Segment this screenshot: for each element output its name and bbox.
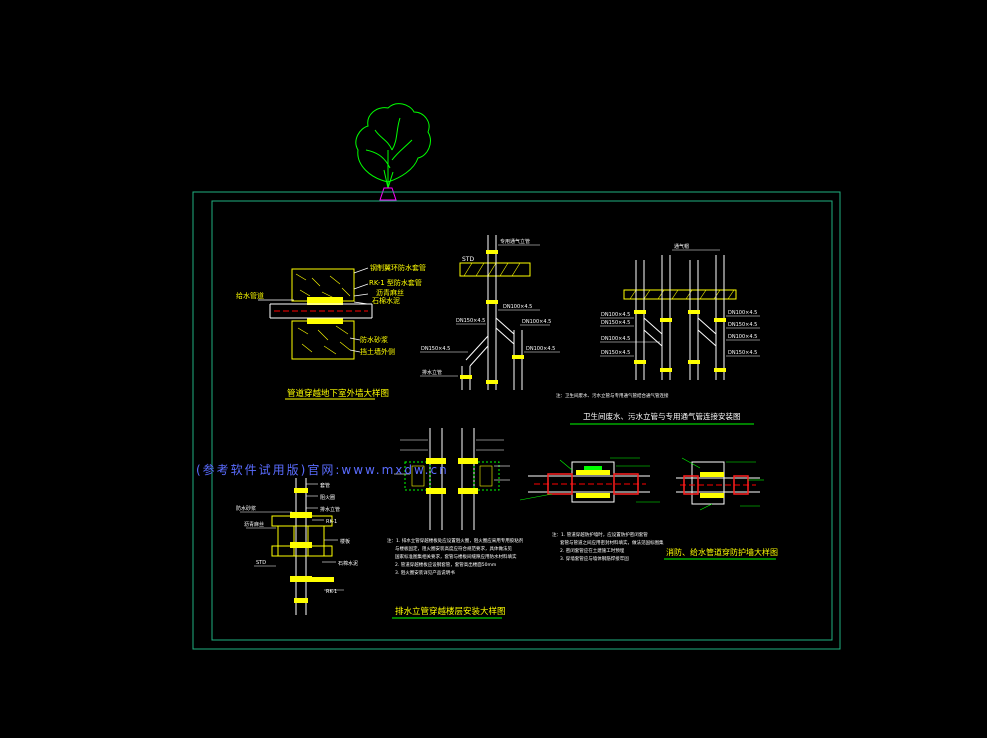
floor-riser-label-left2: 沥青麻丝 [244, 521, 264, 528]
casing-note-line-3: 2. 密闭套管应在土建施工时预埋 [560, 547, 625, 554]
double-riser-dn-3: DN100×4.5 [601, 336, 630, 342]
wall-label-sealant: 石棉水泥 [372, 296, 400, 305]
floor-riser-label-casing: 套管 [320, 482, 330, 489]
riser-dn-label-4: DN150×4.5 [421, 346, 450, 352]
drain-note-line-1: 注：1. 排水立管穿越楼板处应设置阻火圈，阻火圈应采用专用胶粘剂 [387, 537, 524, 544]
double-riser-detail [600, 249, 760, 380]
toilet-riser-title: 卫生间废水、污水立管与专用通气管连接安装图 [583, 411, 741, 421]
floor-riser-label-collar: 阻火圈 [320, 494, 335, 501]
riser-dn-label-3: DN100×4.5 [522, 319, 551, 325]
drain-note-line-5: 3. 阻火圈安装详见产品说明书 [395, 569, 455, 576]
drain-notes: 注：1. 排水立管穿越楼板处应设置阻火圈，阻火圈应采用专用胶粘剂 与楼板固定，阻… [387, 537, 524, 576]
wall-label-outer: 挡土墙外侧 [360, 347, 395, 356]
riser-dn-label-5: DN100×4.5 [526, 346, 555, 352]
tree-icon [355, 103, 431, 189]
casing-note-line-2: 套管与管道之间应用密封材料填实，做法见国标图集 [560, 539, 664, 546]
floor-riser-label-left3: STD [256, 560, 266, 566]
wall-label-top: 钢制翼环防水套管 [370, 263, 426, 272]
casing-detail-b [676, 457, 764, 511]
drain-note-line-4: 2. 管道穿越楼板应设钢套管，套管高出楼面50mm [395, 561, 496, 568]
casing-note-line-1: 注：1. 管道穿越防护墙时，应设置防护密闭套管 [552, 531, 648, 538]
drain-riser-title: 排水立管穿越楼层安装大样图 [395, 606, 506, 617]
twin-riser-detail [394, 428, 510, 530]
toilet-riser-note: 注：卫生间废水、污水立管与专用通气管结合通气管连接 [556, 392, 669, 399]
floor-riser-label-rk1: RK-1 [326, 519, 337, 525]
riser-std-label: STD [462, 256, 474, 263]
drain-note-line-3: 国家标准图集相关要求，套管与楼板间缝隙应用防水材料填实 [395, 553, 517, 560]
floor-riser-label-floor: 楼板 [340, 538, 350, 545]
outer-frame [192, 191, 841, 650]
double-riser-dn-1: DN100×4.5 [601, 312, 630, 318]
floor-riser-label-rk1b: RK-1 [326, 589, 337, 595]
casing-notes: 注：1. 管道穿越防护墙时，应设置防护密闭套管 套管与管道之间应用密封材料填实，… [552, 531, 664, 562]
double-riser-dn-4: DN150×4.5 [601, 350, 630, 356]
tree-base-icon [379, 187, 397, 201]
drain-note-line-2: 与楼板固定，阻火圈安装高度应符合规范要求，具体做法见 [395, 545, 512, 552]
double-riser-dn-8: DN150×4.5 [728, 350, 757, 356]
double-riser-cap-label: 通气帽 [674, 243, 689, 250]
riser-dn-label-2: DN150×4.5 [456, 318, 485, 324]
floor-riser-label-left: 防水砂浆 [236, 505, 256, 512]
casing-detail-a [519, 457, 660, 503]
floor-riser-label-pipe: 排水立管 [320, 506, 340, 513]
inner-frame [211, 200, 833, 641]
riser-dn-label-6: 排水立管 [422, 369, 442, 376]
watermark-text: (参考软件试用版)官网:www.mxdw.cn [196, 463, 449, 477]
wall-label-fill: 防水砂浆 [360, 335, 388, 344]
casing-note-line-4: 3. 穿墙套管应与墙体钢筋焊接牢固 [560, 555, 629, 562]
riser-branch-detail [420, 235, 560, 390]
double-riser-dn-5: DN100×4.5 [728, 310, 757, 316]
wall-detail-title: 管道穿越地下室外墙大样图 [287, 388, 389, 399]
wall-penetration-detail [258, 267, 373, 360]
riser-top-label: 专用通气立管 [500, 238, 530, 245]
double-riser-dn-6: DN150×4.5 [728, 322, 757, 328]
casing-detail-title: 消防、给水管道穿防护墙大样图 [666, 547, 778, 557]
wall-label-seal: 沥青麻丝 [376, 288, 404, 297]
wall-label-rk1: RK-1 型防水套管 [369, 278, 422, 287]
double-riser-dn-7: DN100×4.5 [728, 334, 757, 340]
wall-label-pipe: 给水管道 [236, 291, 264, 300]
double-riser-dn-2: DN150×4.5 [601, 320, 630, 326]
floor-riser-label-sealant: 石棉水泥 [338, 560, 358, 567]
riser-dn-label-1: DN100×4.5 [503, 304, 532, 310]
floor-riser-detail [240, 478, 344, 615]
